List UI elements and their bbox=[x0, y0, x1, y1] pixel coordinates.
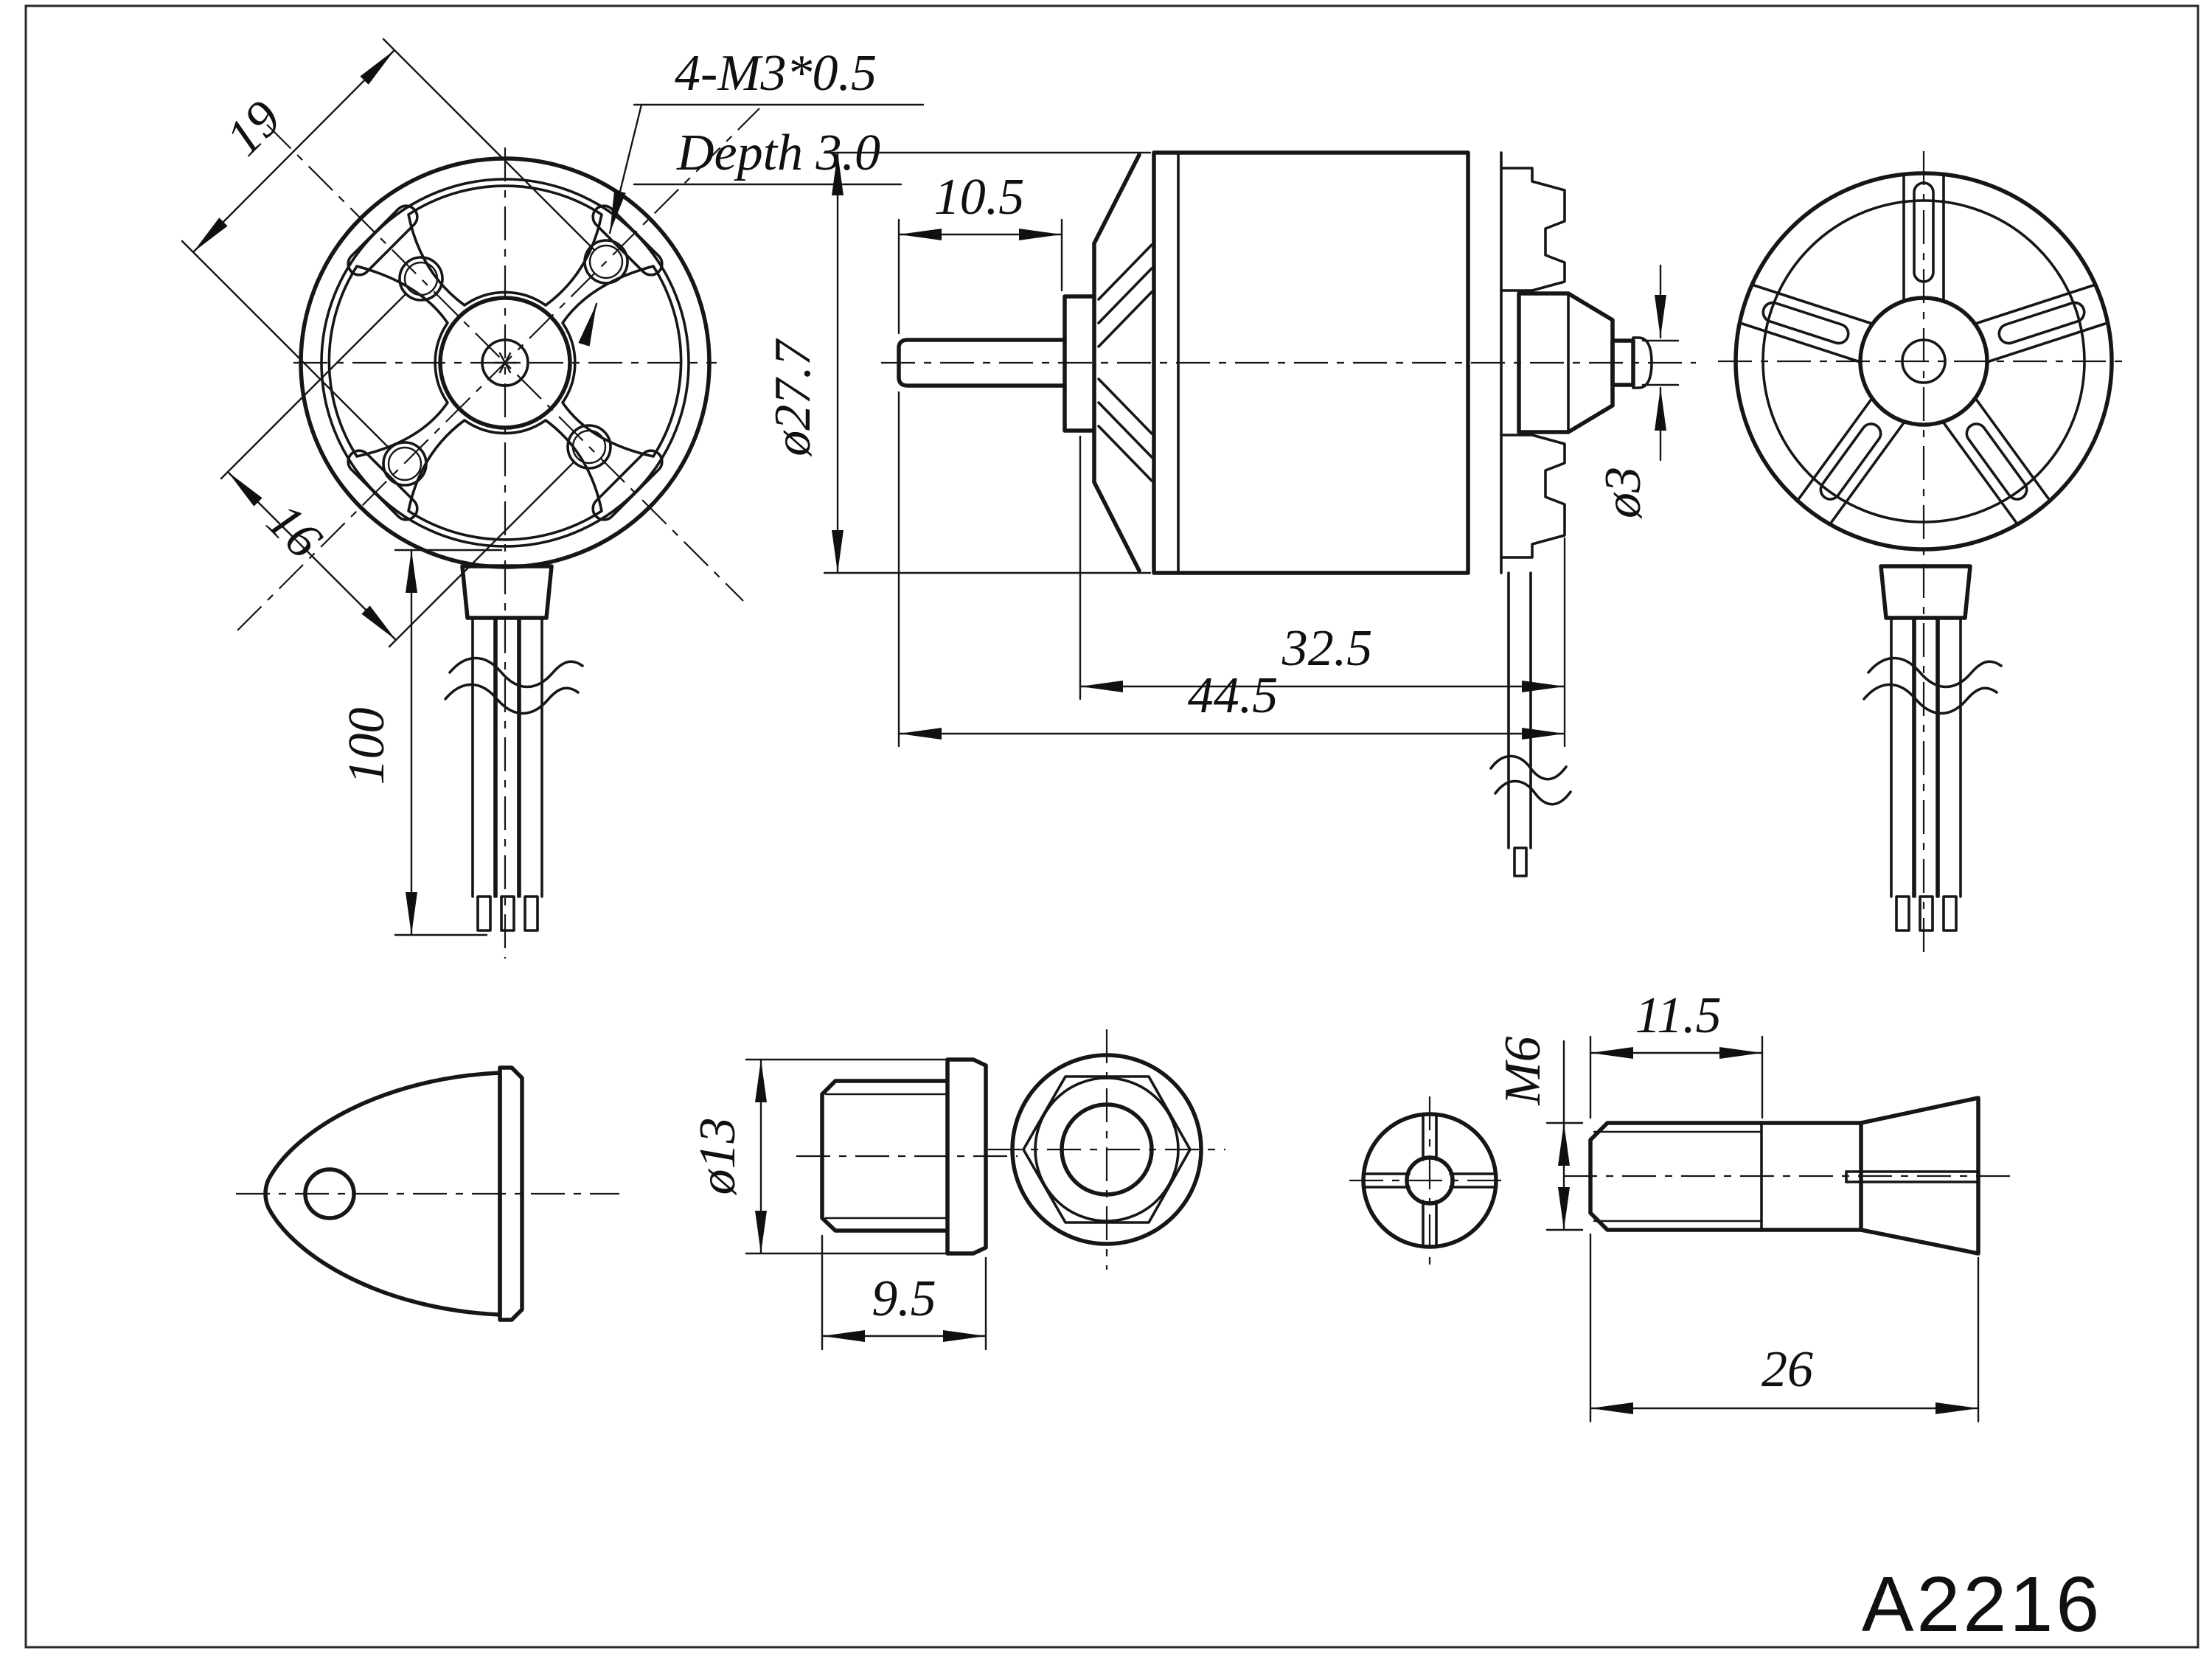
rear-lug-bottom bbox=[1500, 434, 1566, 559]
dim-13: ø13 bbox=[689, 1058, 953, 1255]
adapter-sleeve-side-view: ø13 9.5 bbox=[689, 1057, 1018, 1351]
dim-32-5: 32.5 bbox=[1079, 435, 1566, 748]
collet-front-view bbox=[1349, 1096, 1510, 1265]
motor-side-view: 10.5 ø27.7 ø3 32.5 44.5 bbox=[765, 150, 1696, 877]
dim-44-5: 44.5 bbox=[897, 391, 1566, 748]
dim-27-7-label: ø27.7 bbox=[765, 338, 821, 457]
thread-callout: 4-M3*0.5 Depth 3.0 bbox=[578, 45, 925, 347]
dim-32-5-label: 32.5 bbox=[1281, 620, 1373, 677]
dim-19: 19 bbox=[181, 38, 596, 449]
thread-callout-line1: 4-M3*0.5 bbox=[675, 45, 877, 102]
motor-rear-view bbox=[1718, 151, 2129, 959]
dim-m6: M6 bbox=[1495, 1036, 1584, 1231]
dim-9-5-label: 9.5 bbox=[872, 1270, 936, 1327]
dim-27-7: ø27.7 bbox=[765, 151, 1152, 574]
collet-slits bbox=[1362, 1113, 1498, 1248]
spinner-hole bbox=[303, 1167, 356, 1220]
dim-26: 26 bbox=[1589, 1233, 1980, 1423]
collet-side-view: M6 11.5 26 bbox=[1495, 987, 2013, 1423]
rear-lug-top bbox=[1500, 167, 1566, 292]
spinner-flange bbox=[498, 1065, 524, 1322]
prop-mount-plate bbox=[1062, 294, 1096, 433]
dim-26-label: 26 bbox=[1761, 1341, 1813, 1398]
dim-16-label: 16 bbox=[256, 493, 333, 569]
motor-wires-rear bbox=[1863, 564, 2003, 932]
adapter-sleeve-front-view bbox=[988, 1029, 1225, 1270]
prop-nut-side-view bbox=[236, 1065, 619, 1322]
dim-11-5: 11.5 bbox=[1589, 987, 1764, 1119]
dim-13-label: ø13 bbox=[689, 1118, 746, 1196]
motor-front-view: 19 16 100 4-M3*0.5 Depth 3.0 bbox=[181, 38, 925, 959]
dim-19-label: 19 bbox=[215, 90, 292, 167]
dim-11-5-label: 11.5 bbox=[1635, 987, 1721, 1044]
collet-cone bbox=[1859, 1096, 1980, 1256]
sheet-border bbox=[24, 4, 2199, 1649]
motor-wire-side bbox=[1489, 571, 1572, 877]
dim-m6-label: M6 bbox=[1495, 1036, 1551, 1105]
center-mark bbox=[493, 352, 518, 374]
collet-thread-section bbox=[1588, 1121, 1764, 1232]
dim-3: ø3 bbox=[1595, 264, 1680, 519]
model-number: A2216 bbox=[1862, 1561, 2103, 1648]
dim-10-5: 10.5 bbox=[897, 169, 1063, 335]
mount-holes bbox=[382, 239, 629, 487]
dim-3-label: ø3 bbox=[1595, 467, 1652, 519]
dim-9-5: 9.5 bbox=[821, 1234, 987, 1351]
dim-100-label: 100 bbox=[338, 708, 395, 785]
spinner-dome bbox=[263, 1071, 502, 1317]
front-shaft bbox=[897, 338, 1067, 388]
dim-10-5-label: 10.5 bbox=[934, 169, 1025, 226]
bell-front bbox=[1092, 153, 1153, 573]
spoke-slots bbox=[1761, 181, 2086, 501]
sleeve-body bbox=[820, 1079, 950, 1233]
spokes bbox=[1741, 175, 2107, 524]
stator-can bbox=[1152, 150, 1470, 575]
motor-wires-front bbox=[444, 564, 584, 932]
dim-44-5-label: 44.5 bbox=[1188, 667, 1279, 724]
dim-100: 100 bbox=[338, 549, 503, 936]
